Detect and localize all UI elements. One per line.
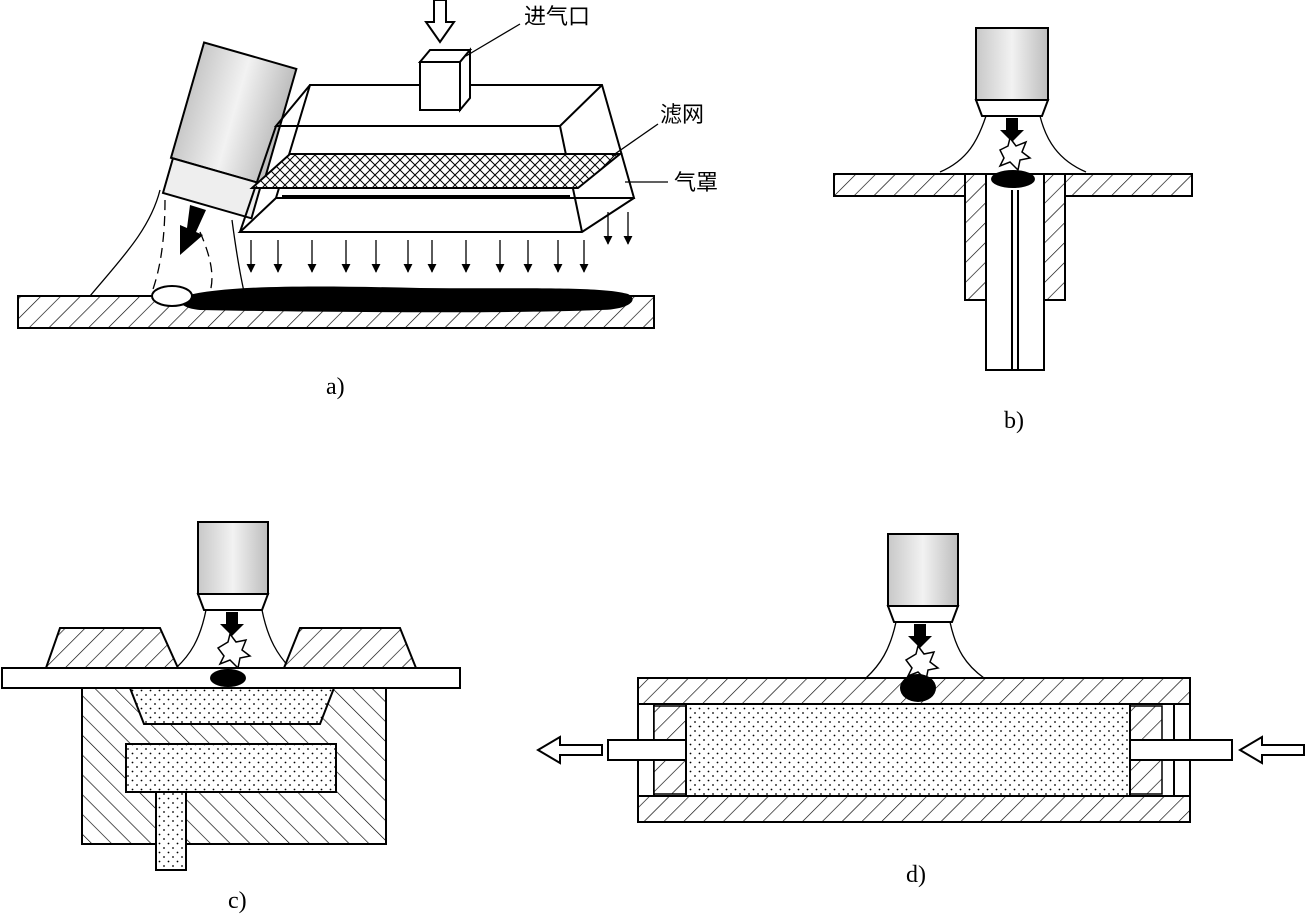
laser-head-c bbox=[197, 521, 269, 595]
nozzle-wall-right bbox=[1042, 173, 1066, 301]
gas-chamber bbox=[685, 703, 1131, 797]
caption-c: c) bbox=[228, 888, 247, 914]
seal-left-bottom bbox=[653, 757, 687, 795]
clamp-left bbox=[44, 627, 180, 669]
panel-c: c) bbox=[1, 521, 461, 914]
beam-arrow-b bbox=[1000, 118, 1024, 142]
gas-inlet-pipe bbox=[155, 791, 187, 871]
spark-d bbox=[904, 644, 940, 682]
gas-flow-arrows bbox=[246, 212, 633, 273]
weld-pool bbox=[151, 285, 193, 307]
inner-tube bbox=[985, 173, 1045, 371]
beam-arrow-c bbox=[220, 612, 244, 636]
seal-right-bottom bbox=[1129, 757, 1163, 795]
outlet-arrow bbox=[536, 735, 603, 765]
beam-arrow-d bbox=[908, 624, 932, 648]
clamp-right bbox=[282, 627, 418, 669]
inlet-arrow bbox=[424, 0, 456, 44]
gas-inlet-pipe-d bbox=[1129, 739, 1233, 761]
caption-b: b) bbox=[1004, 408, 1024, 434]
spark-b bbox=[998, 136, 1032, 172]
panel-b: b) bbox=[833, 27, 1193, 434]
gas-cavity-top bbox=[128, 687, 336, 725]
seal-left-top bbox=[653, 705, 687, 743]
gas-outlet-pipe bbox=[607, 739, 687, 761]
gas-channel bbox=[125, 743, 337, 793]
panel-a: 进气口 滤网 气罩 a) bbox=[17, 0, 718, 400]
plate-d-bottom bbox=[637, 795, 1191, 823]
inlet-arrow-d bbox=[1238, 735, 1305, 765]
weld-bead bbox=[180, 286, 633, 313]
spark-c bbox=[216, 632, 252, 670]
laser-head-a bbox=[161, 41, 298, 220]
caption-a: a) bbox=[326, 374, 345, 400]
label-filter: 滤网 bbox=[660, 103, 704, 128]
filter-mesh bbox=[249, 153, 623, 189]
caption-d: d) bbox=[906, 862, 926, 888]
weld-spot-b bbox=[991, 170, 1035, 188]
laser-head-d bbox=[887, 533, 959, 607]
panel-d: d) bbox=[536, 533, 1305, 888]
label-hood: 气罩 bbox=[674, 171, 718, 196]
beam-arrow-a bbox=[180, 205, 206, 255]
weld-spot-d bbox=[900, 674, 936, 702]
seal-right-top bbox=[1129, 705, 1163, 743]
nozzle-wall-left bbox=[964, 173, 988, 301]
weld-spot-c bbox=[210, 669, 246, 687]
laser-head-b bbox=[975, 27, 1049, 101]
label-inlet: 进气口 bbox=[524, 5, 590, 30]
gas-inlet-box bbox=[417, 47, 473, 113]
